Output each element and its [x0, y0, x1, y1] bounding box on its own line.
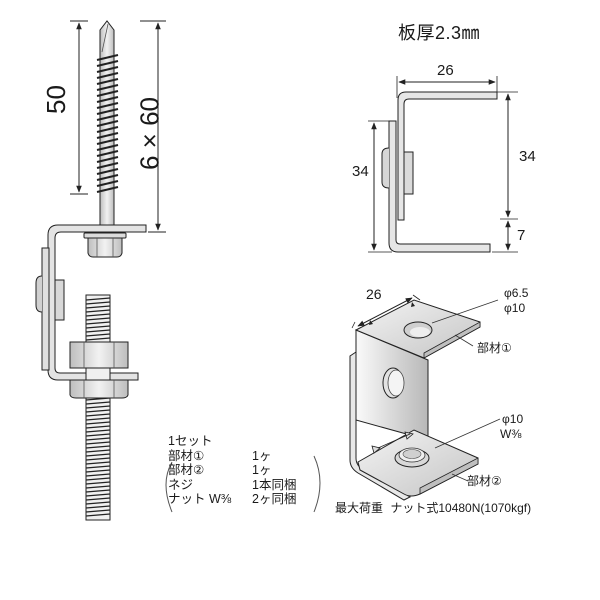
max-load-value: ナット式10480N(1070kgf) [390, 501, 532, 515]
side-right-height-label: 34 [519, 148, 536, 165]
set-item-qty: 1本同梱 [252, 477, 297, 492]
set-item-qty: 1ヶ [252, 463, 272, 477]
set-item-name: 部材① [168, 448, 205, 463]
bottom-hole-dia: φ10 [502, 412, 524, 426]
part-2-label: 部材② [467, 474, 502, 488]
top-hole-dia-1: φ6.5 [504, 286, 529, 300]
set-item-qty: 1ヶ [252, 448, 272, 463]
set-item: ナット W⅜ 2ヶ同梱 [168, 492, 322, 507]
thread-length-label: 50 [40, 85, 71, 114]
bracket-iso-view [349, 294, 501, 501]
side-left-height-label: 34 [352, 163, 369, 180]
max-load: 最大荷重 ナット式10480N(1070kgf) [335, 501, 531, 515]
set-item-qty: 2ヶ同梱 [252, 492, 297, 506]
max-load-label: 最大荷重 [335, 501, 384, 515]
set-item-name: ネジ [168, 477, 194, 492]
set-item-name: ナット W⅜ [168, 492, 232, 506]
set-heading: 1セット [168, 434, 213, 448]
screw-size-label: 6 × 60 [134, 97, 165, 171]
side-gap-label: 7 [517, 227, 526, 244]
set-item-name: 部材② [168, 463, 205, 477]
part-1-label: 部材① [477, 341, 512, 355]
bottom-nut-size: W⅜ [500, 427, 522, 441]
set-item: 部材① 1ヶ [168, 449, 322, 464]
set-contents: 1セット 部材① 1ヶ 部材② 1ヶ ネジ 1本同梱 ナット W⅜ 2ヶ同梱 [168, 434, 322, 507]
side-width-label: 26 [437, 62, 454, 79]
bracket-side-view [368, 76, 518, 253]
set-item: ネジ 1本同梱 [168, 478, 322, 493]
top-hole-dia-2: φ10 [504, 301, 526, 315]
iso-width-label: 26 [366, 286, 382, 302]
screw-assembly [35, 20, 166, 521]
plate-thickness-title: 板厚2.3㎜ [398, 23, 481, 43]
set-item: 部材② 1ヶ [168, 463, 322, 478]
